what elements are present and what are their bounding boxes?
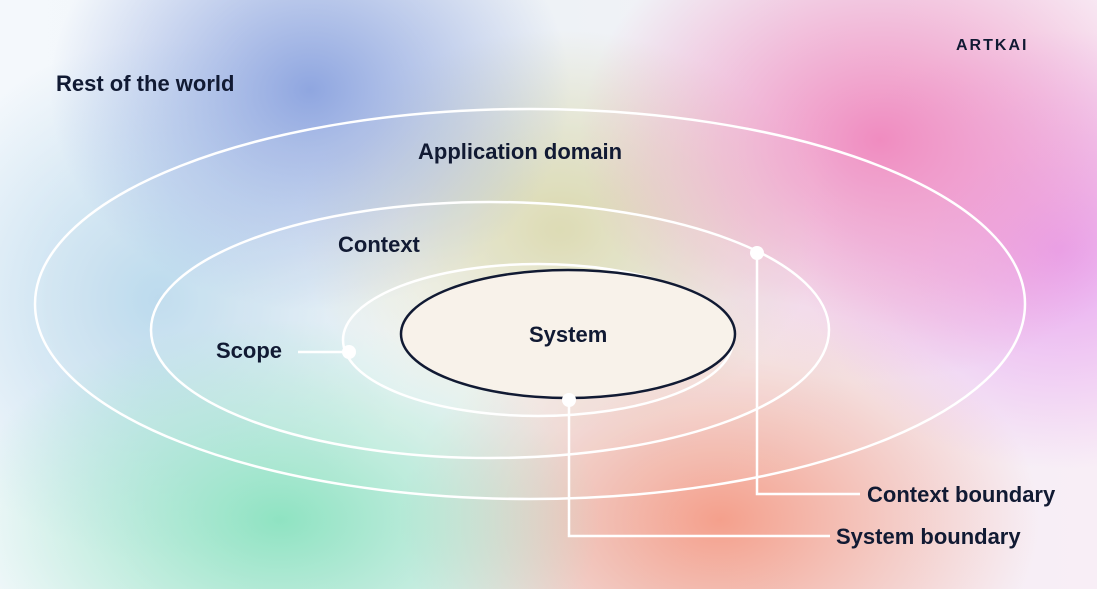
context-boundary-connector — [755, 253, 860, 496]
context-boundary-marker — [750, 246, 764, 260]
system-boundary-label: System boundary — [836, 524, 1021, 549]
scope-marker — [342, 345, 356, 359]
context-label: Context — [338, 232, 420, 257]
application-domain-label: Application domain — [418, 139, 623, 164]
brand-logo: ARTKAI — [956, 37, 1029, 54]
rest-of-world-label: Rest of the world — [56, 71, 235, 96]
context-boundary-label: Context boundary — [867, 482, 1056, 507]
system-label: System — [529, 322, 608, 347]
system-boundary-connector — [567, 400, 830, 538]
system-boundary-marker — [562, 393, 576, 407]
scope-label: Scope — [216, 338, 283, 363]
